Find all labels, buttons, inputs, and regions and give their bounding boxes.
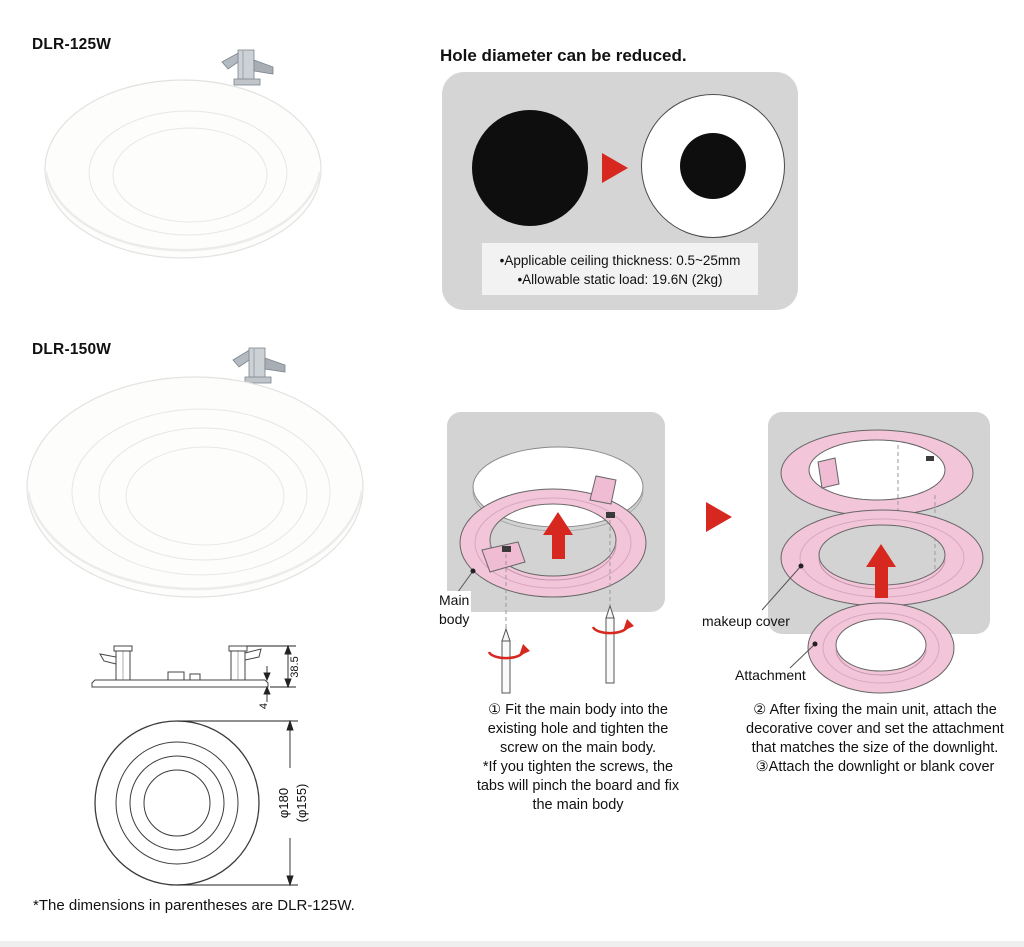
attachment-label: Attachment <box>735 667 806 683</box>
screw-guides <box>505 520 611 629</box>
screwdriver-icon <box>591 604 634 684</box>
arrow-right-icon <box>706 502 732 532</box>
arrow-right-icon <box>602 153 628 183</box>
ceiling-cover-disc <box>44 79 322 259</box>
dimension-footnote: *The dimensions in parentheses are DLR-1… <box>33 897 355 914</box>
dimension-drawing: 38.5 4 φ180 (φ155) <box>91 644 311 887</box>
product-photo-dlr-125w <box>44 49 322 259</box>
arrow-up-icon <box>866 544 896 598</box>
hole-reduction-panel: •Applicable ceiling thickness: 0.5~25mm … <box>442 72 798 310</box>
ceiling-cover-disc <box>26 376 364 598</box>
attachment-leader-line <box>789 641 818 669</box>
product-photo-dlr-150w <box>26 347 364 598</box>
top-view <box>94 720 260 886</box>
makeup-cover-leader-line <box>761 563 804 611</box>
large-hole-icon <box>472 110 588 226</box>
small-hole-icon <box>680 133 746 199</box>
next-section-edge <box>0 941 1024 947</box>
reduced-hole-icon <box>641 94 785 238</box>
side-section-view <box>91 645 269 688</box>
mounting-clip-icon <box>232 347 286 384</box>
arrow-up-icon <box>543 512 573 559</box>
dim-plate <box>263 666 271 702</box>
installed-main-body-ring <box>780 429 974 517</box>
step1-instructions: ① Fit the main body into the existing ho… <box>476 702 680 813</box>
product-model-dlr150w: DLR-150W <box>32 341 112 358</box>
product-model-dlr125w: DLR-125W <box>32 36 112 53</box>
makeup-cover-label: makeup cover <box>702 613 790 629</box>
spec-ceiling-thickness: •Applicable ceiling thickness: 0.5~25mm <box>499 253 741 268</box>
main-body-label: Main body <box>437 591 472 629</box>
attachment-ring <box>807 602 955 694</box>
install-step1-diagram <box>447 412 665 694</box>
step2-instructions: ② After fixing the main unit, attach the… <box>746 702 1004 775</box>
install-step2-diagram <box>761 412 990 694</box>
screwdriver-icon <box>487 627 530 694</box>
spec-static-load: •Allowable static load: 19.6N (2kg) <box>517 272 723 287</box>
dim-plate-value: 4 <box>258 703 270 709</box>
dim-height-value: 38.5 <box>289 656 301 677</box>
dim-height <box>247 644 296 689</box>
hole-panel-title: Hole diameter can be reduced. <box>440 46 687 65</box>
dim-diameter-paren-value: (φ155) <box>294 784 309 823</box>
dim-diameter-value: φ180 <box>276 788 291 818</box>
mounting-clip-icon <box>221 49 274 86</box>
spec-box: •Applicable ceiling thickness: 0.5~25mm … <box>482 243 758 295</box>
